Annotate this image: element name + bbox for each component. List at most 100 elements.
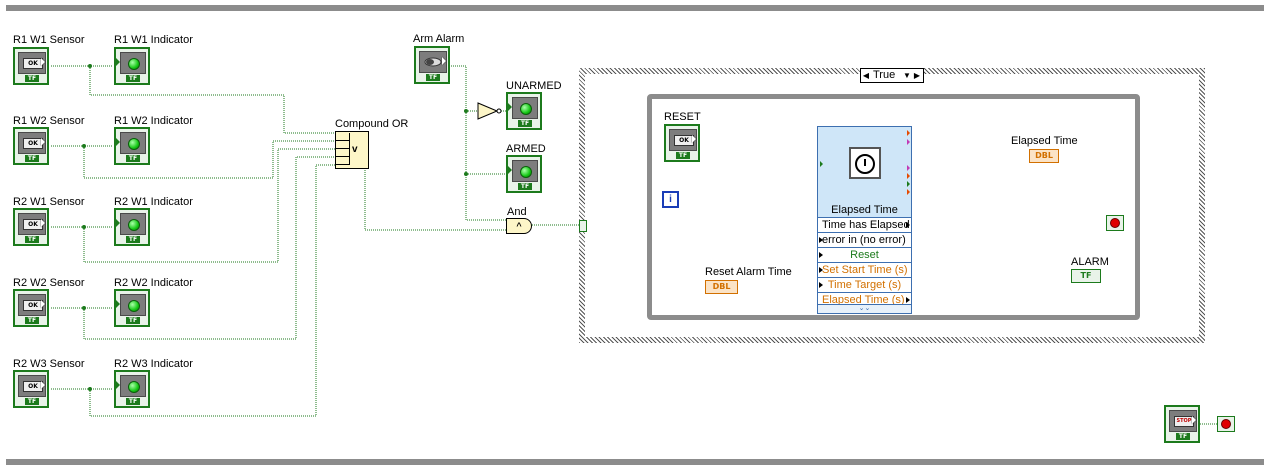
sensor-label: R2 W3 Sensor [13, 358, 85, 370]
green-led-icon [520, 166, 532, 178]
bottom-border [6, 459, 1264, 465]
sensor-label: R2 W2 Sensor [13, 277, 85, 289]
wire-r2w3-or [89, 164, 335, 417]
output-arrow-icon [41, 300, 45, 308]
tf-type-label: TF [25, 236, 39, 243]
wire-r1w2-or [83, 140, 335, 179]
r1-w1-indicator[interactable]: TF [114, 47, 150, 85]
reset-alarm-time-control[interactable]: DBL [705, 280, 738, 294]
dropdown-icon[interactable]: ▼ [903, 71, 911, 80]
indicator-label: R1 W2 Indicator [114, 115, 193, 127]
armed-label: ARMED [506, 143, 546, 155]
stop-button-control[interactable]: STOP TF [1164, 405, 1200, 443]
r2-w2-indicator[interactable]: TF [114, 289, 150, 327]
express-vi-title: Elapsed Time [831, 204, 898, 216]
green-led-icon [128, 300, 140, 312]
unarmed-indicator[interactable]: TF [506, 92, 542, 130]
sensor-label: R1 W1 Sensor [13, 34, 85, 46]
armed-indicator[interactable]: TF [506, 155, 542, 193]
tf-type-label: TF [126, 236, 140, 243]
case-selector-value: True [873, 69, 896, 81]
case-selector[interactable]: ◀ True ▼ ▶ [860, 68, 924, 83]
ok-button-text: OK [674, 135, 694, 146]
increment-arrow-icon[interactable]: ▶ [913, 71, 921, 80]
time-has-elapsed-terminal[interactable]: Time has Elapsed [818, 217, 911, 232]
elapsed-time-express-vi[interactable]: Elapsed Time Time has Elapsed error in (… [817, 126, 912, 314]
r2-w1-sensor-control[interactable]: OK TF [13, 208, 49, 246]
tf-type-label: TF [518, 183, 532, 190]
outer-loop-stop-terminal[interactable] [1217, 416, 1235, 432]
tf-type-label: TF [25, 75, 39, 82]
indicator-label: R2 W1 Indicator [114, 196, 193, 208]
compound-or-node[interactable]: v [335, 131, 369, 169]
r1-w2-indicator[interactable]: TF [114, 127, 150, 165]
loop-stop-terminal[interactable] [1106, 215, 1124, 231]
elapsed-time-indicator-label: Elapsed Time [1011, 135, 1078, 147]
r2-w2-sensor-control[interactable]: OK TF [13, 289, 49, 327]
sensor-label: R1 W2 Sensor [13, 115, 85, 127]
set-start-time-terminal[interactable]: Set Start Time (s) [818, 262, 911, 277]
tf-type-label: TF [126, 75, 140, 82]
ok-button-text: OK [23, 381, 43, 392]
tf-type-label: TF [126, 317, 140, 324]
tf-type-label: TF [25, 155, 39, 162]
wire-r2w1-or [83, 148, 335, 263]
green-led-icon [520, 103, 532, 115]
expand-chevron-icon[interactable]: ⌄⌄ [818, 304, 911, 313]
output-terminals-icon [820, 130, 910, 195]
output-arrow-icon [1192, 416, 1196, 424]
top-border [6, 5, 1264, 11]
input-arrow-icon [116, 138, 120, 146]
error-in-terminal[interactable]: error in (no error) [818, 232, 911, 247]
input-arrow-icon [116, 219, 120, 227]
elapsed-time-indicator[interactable]: DBL [1029, 149, 1059, 163]
r1-w1-sensor-control[interactable]: OK TF [13, 47, 49, 85]
indicator-label: R2 W2 Indicator [114, 277, 193, 289]
alarm-indicator[interactable]: TF [1071, 269, 1101, 283]
wire-arm [451, 65, 506, 221]
reset-alarm-time-label: Reset Alarm Time [705, 266, 792, 278]
stopwatch-icon [849, 147, 881, 179]
tf-type-label: TF [25, 317, 39, 324]
reset-control[interactable]: OK TF [664, 124, 700, 162]
while-loop[interactable] [647, 94, 1140, 320]
input-arrow-icon [116, 300, 120, 308]
r2-w1-indicator[interactable]: TF [114, 208, 150, 246]
green-led-icon [128, 219, 140, 231]
sensor-label: R2 W1 Sensor [13, 196, 85, 208]
ok-button-text: OK [23, 219, 43, 230]
ok-button-text: OK [23, 58, 43, 69]
input-arrow-icon [116, 58, 120, 66]
and-node[interactable]: ^ [506, 218, 532, 234]
r1-w2-sensor-control[interactable]: OK TF [13, 127, 49, 165]
or-symbol: v [352, 144, 358, 155]
stop-condition-icon [1110, 218, 1120, 228]
tf-type-label: TF [676, 152, 690, 159]
reset-terminal[interactable]: Reset [818, 247, 911, 262]
input-arrow-icon [116, 381, 120, 389]
iteration-terminal: i [662, 191, 679, 208]
tf-type-label: TF [518, 120, 532, 127]
input-arrow-icon [508, 103, 512, 111]
toggle-switch-icon [424, 57, 442, 67]
stop-condition-icon [1221, 419, 1231, 429]
wire-r1w1-or [89, 66, 335, 134]
green-led-icon [128, 138, 140, 150]
arm-alarm-switch[interactable]: TF [414, 46, 450, 84]
output-arrow-icon [692, 135, 696, 143]
compound-or-label: Compound OR [335, 118, 409, 130]
indicator-label: R1 W1 Indicator [114, 34, 193, 46]
r2-w3-indicator[interactable]: TF [114, 370, 150, 408]
tf-type-label: TF [1176, 433, 1190, 440]
tf-type-label: TF [126, 155, 140, 162]
alarm-label: ALARM [1071, 256, 1109, 268]
wire-r2w2-or [83, 156, 335, 340]
case-selector-terminal[interactable] [579, 220, 587, 232]
elapsed-time-terminal[interactable]: Elapsed Time (s) [818, 292, 911, 307]
ok-button-text: OK [23, 300, 43, 311]
decrement-arrow-icon[interactable]: ◀ [862, 71, 870, 80]
input-arrow-icon [508, 166, 512, 174]
time-target-terminal[interactable]: Time Target (s) [818, 277, 911, 292]
stop-button-text: STOP [1174, 416, 1194, 427]
r2-w3-sensor-control[interactable]: OK TF [13, 370, 49, 408]
